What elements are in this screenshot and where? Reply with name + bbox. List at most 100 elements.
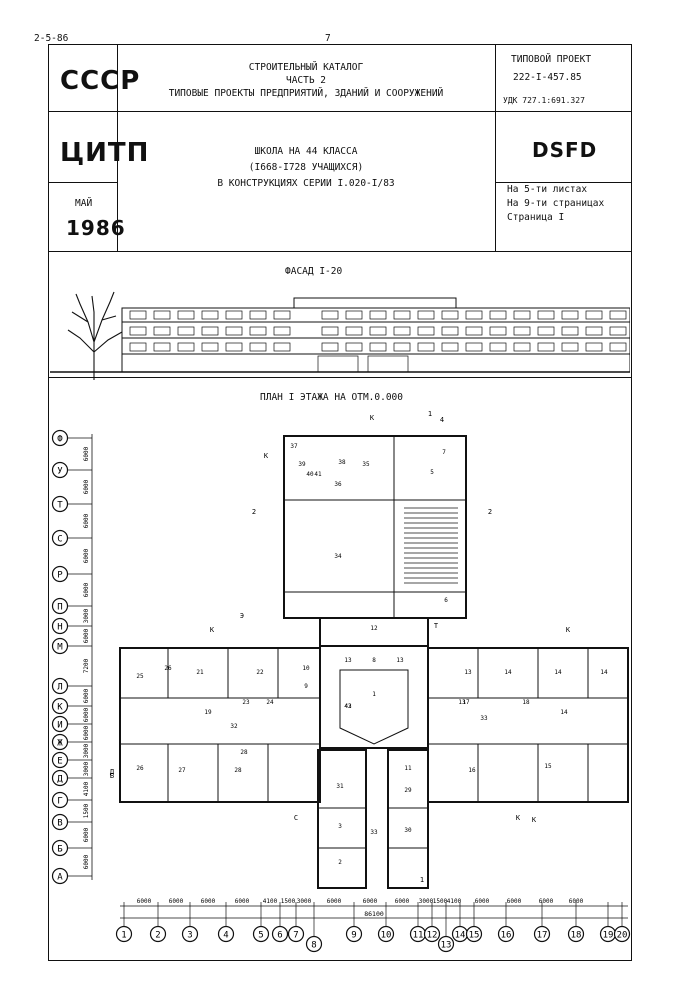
room-number: 33 bbox=[480, 715, 488, 722]
column-axis-label: 3 bbox=[187, 931, 192, 941]
side-dimension-label: 3000 bbox=[83, 608, 90, 623]
issue-month: МАЙ bbox=[75, 198, 93, 209]
room-number: 6 bbox=[444, 597, 448, 604]
row-axis-marker: П bbox=[51, 597, 92, 615]
room-number: 14 bbox=[504, 669, 512, 676]
row-axis-marker: В bbox=[51, 813, 92, 831]
side-dimension-label: 1500 bbox=[83, 803, 90, 818]
room-number: 35 bbox=[362, 461, 370, 468]
page-label: Страница I bbox=[507, 212, 565, 223]
bottom-dimension-label: 4100 bbox=[447, 898, 462, 905]
row-axis-marker: Ж bbox=[51, 733, 92, 751]
room-number: 31 bbox=[336, 783, 344, 790]
marker-label: К bbox=[566, 626, 571, 634]
row-axis-marker: Д bbox=[51, 769, 92, 787]
org-citp: ЦИТП bbox=[60, 138, 150, 168]
room-number: 32 bbox=[230, 723, 238, 730]
marker-label: К bbox=[516, 814, 521, 822]
column-axis-marker: 15 bbox=[465, 902, 483, 943]
page-number: 7 bbox=[325, 33, 331, 44]
room-number: 36 bbox=[334, 481, 342, 488]
side-dimension-label: 6000 bbox=[83, 628, 90, 643]
column-axis-marker: 4 bbox=[217, 902, 235, 943]
total-dimension-label: 86100 bbox=[364, 910, 384, 918]
project-label: ТИПОВОЙ ПРОЕКТ bbox=[511, 54, 592, 65]
drawing-sheet bbox=[48, 44, 632, 961]
marker-label: 2 bbox=[488, 508, 492, 516]
row-axis-label: Т bbox=[57, 501, 63, 511]
side-dimension-label: 6000 bbox=[83, 446, 90, 461]
side-dimension-label: 4100 bbox=[83, 781, 90, 796]
room-number: 14 bbox=[560, 709, 568, 716]
room-number: 27 bbox=[178, 767, 186, 774]
project-number: 222-I-457.85 bbox=[513, 72, 582, 83]
row-axis-marker: К bbox=[51, 697, 92, 715]
side-dimension-label: 6000 bbox=[83, 725, 90, 740]
column-axis-marker: 9 bbox=[345, 902, 363, 943]
row-axis-label: П bbox=[57, 603, 62, 613]
room-number: 17 bbox=[462, 699, 470, 706]
row-axis-label: Б bbox=[57, 845, 62, 855]
plan-walls bbox=[119, 435, 629, 889]
room-number: 26 bbox=[164, 665, 172, 672]
column-axis-label: 6 bbox=[277, 931, 282, 941]
room-number: 2 bbox=[338, 859, 342, 866]
facade-drawing bbox=[50, 291, 630, 380]
side-dimension-label: 7200 bbox=[83, 658, 90, 673]
room-number: 11 bbox=[404, 765, 412, 772]
row-axis-label: Ж bbox=[57, 739, 63, 749]
room-number: 16 bbox=[468, 767, 476, 774]
bottom-dimension-label: 6000 bbox=[137, 898, 152, 905]
room-number: 13 bbox=[458, 699, 466, 706]
room-number: 15 bbox=[544, 763, 552, 770]
marker-label: К bbox=[370, 414, 375, 422]
column-axis-marker: 17 bbox=[533, 902, 551, 943]
room-number: 38 bbox=[338, 459, 346, 466]
sheet-count: На 5-ти листах bbox=[507, 184, 588, 195]
marker-label: 4 bbox=[440, 416, 444, 424]
room-number: 18 bbox=[522, 699, 530, 706]
row-axis-marker: А bbox=[51, 867, 92, 885]
column-axis-marker: 20 bbox=[613, 902, 631, 943]
column-axis-marker: 2 bbox=[149, 902, 167, 943]
row-axis-label: Л bbox=[57, 683, 62, 693]
column-axis-label: 14 bbox=[455, 931, 466, 941]
column-axis-marker: 8 bbox=[305, 902, 323, 953]
room-number: 8 bbox=[372, 657, 376, 664]
side-dimension-label: 6000 bbox=[83, 854, 90, 869]
row-axis-marker: Б bbox=[51, 839, 92, 857]
catalog-line-1: СТРОИТЕЛЬНЫЙ КАТАЛОГ bbox=[248, 62, 364, 73]
room-number: 14 bbox=[600, 669, 608, 676]
marker-label: К bbox=[264, 452, 269, 460]
room-number: 23 bbox=[242, 699, 250, 706]
column-axis-marker: 18 bbox=[567, 902, 585, 943]
room-number: 30 bbox=[404, 827, 412, 834]
column-axis-label: 9 bbox=[351, 931, 356, 941]
column-axis-label: 7 bbox=[293, 931, 298, 941]
bottom-dimension-label: 6000 bbox=[201, 898, 216, 905]
udk-code: УДК 727.1:691.327 bbox=[503, 96, 585, 105]
column-axis-label: 16 bbox=[501, 931, 512, 941]
row-axis-marker: Е bbox=[51, 751, 92, 769]
room-number: 12 bbox=[370, 625, 378, 632]
room-number: 43 bbox=[344, 703, 352, 710]
row-axis-label: С bbox=[57, 535, 62, 545]
column-axis-marker: 5 bbox=[252, 902, 270, 943]
room-number: 25 bbox=[136, 673, 144, 680]
room-number: 40 bbox=[306, 471, 314, 478]
room-number: 19 bbox=[204, 709, 212, 716]
bottom-dimension-label: 1500 bbox=[281, 898, 296, 905]
title-line-1: ШКОЛА НА 44 КЛАССА bbox=[254, 146, 358, 157]
facade-title: ФАСАД I-20 bbox=[285, 266, 343, 277]
bottom-dimension-label: 6000 bbox=[475, 898, 490, 905]
bottom-dimension-label: 6000 bbox=[363, 898, 378, 905]
row-axis-label: Р bbox=[57, 571, 63, 581]
row-axis-label: И bbox=[57, 721, 62, 731]
row-axis-label: А bbox=[57, 873, 63, 883]
column-axis-label: 5 bbox=[258, 931, 263, 941]
room-number: 14 bbox=[554, 669, 562, 676]
